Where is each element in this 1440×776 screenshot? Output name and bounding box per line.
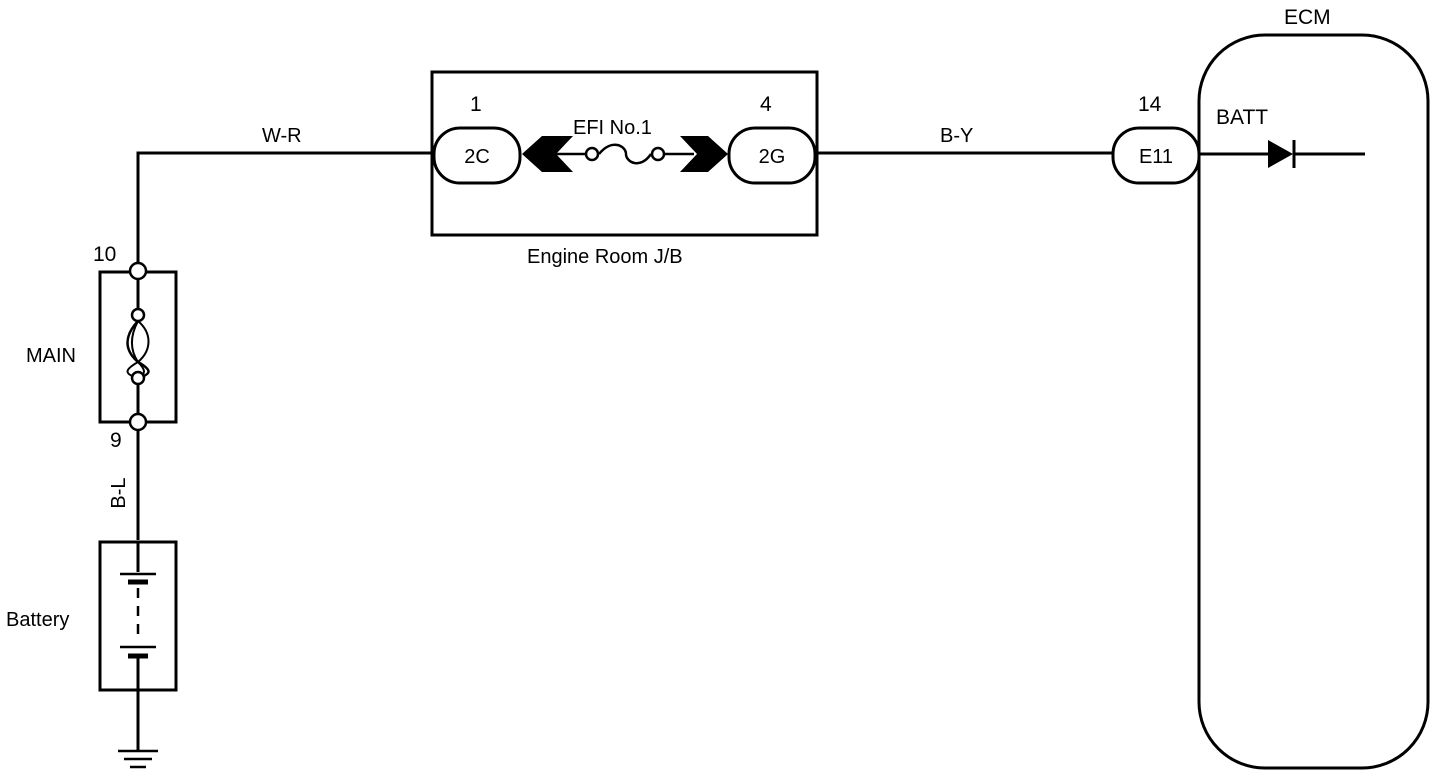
ecm [1111, 33, 1430, 770]
chevron-right-icon [680, 136, 728, 172]
ecm-box [1197, 33, 1430, 770]
connector-e11-label: E11 [1139, 146, 1173, 168]
junction-block-label: Engine Room J/B [527, 246, 683, 268]
connector-2g [727, 126, 817, 185]
connector-terminal-icon [128, 261, 148, 281]
fuse-terminal-icon [130, 370, 146, 386]
ecm-terminal-label: BATT [1216, 106, 1268, 129]
junction-block [430, 70, 819, 237]
fuse-terminal-icon [650, 146, 666, 162]
main-fuse [98, 261, 178, 432]
wire-label-w-r: W-R [262, 125, 302, 147]
fuse-icon [598, 143, 653, 165]
main-pin-top: 10 [93, 243, 116, 266]
connector-2g-label: 2G [759, 146, 786, 168]
battery-label: Battery [6, 609, 69, 631]
fuse-terminal-icon [584, 146, 600, 162]
connector-2c [432, 126, 522, 185]
main-pin-bottom: 9 [110, 429, 122, 452]
fusible-link-symbol-cross [126, 320, 150, 379]
wire-w-r [136, 151, 432, 263]
wire-label-b-l: B-L [108, 477, 130, 508]
junction-left-pin: 1 [470, 93, 482, 116]
ecm-label: ECM [1284, 6, 1331, 29]
wire-label-b-y: B-Y [940, 125, 973, 147]
diode-icon [1268, 140, 1293, 168]
connector-terminal-icon [128, 412, 148, 432]
fuse-label: EFI No.1 [573, 117, 652, 139]
junction-right-pin: 4 [760, 93, 772, 116]
ecm-pin: 14 [1138, 93, 1162, 116]
main-fuse-label: MAIN [26, 345, 76, 367]
chevron-left-icon [522, 136, 573, 172]
battery [98, 540, 178, 692]
fuse-terminal-icon [130, 307, 146, 323]
ground-icon [118, 690, 158, 769]
connector-2c-label: 2C [464, 146, 490, 168]
